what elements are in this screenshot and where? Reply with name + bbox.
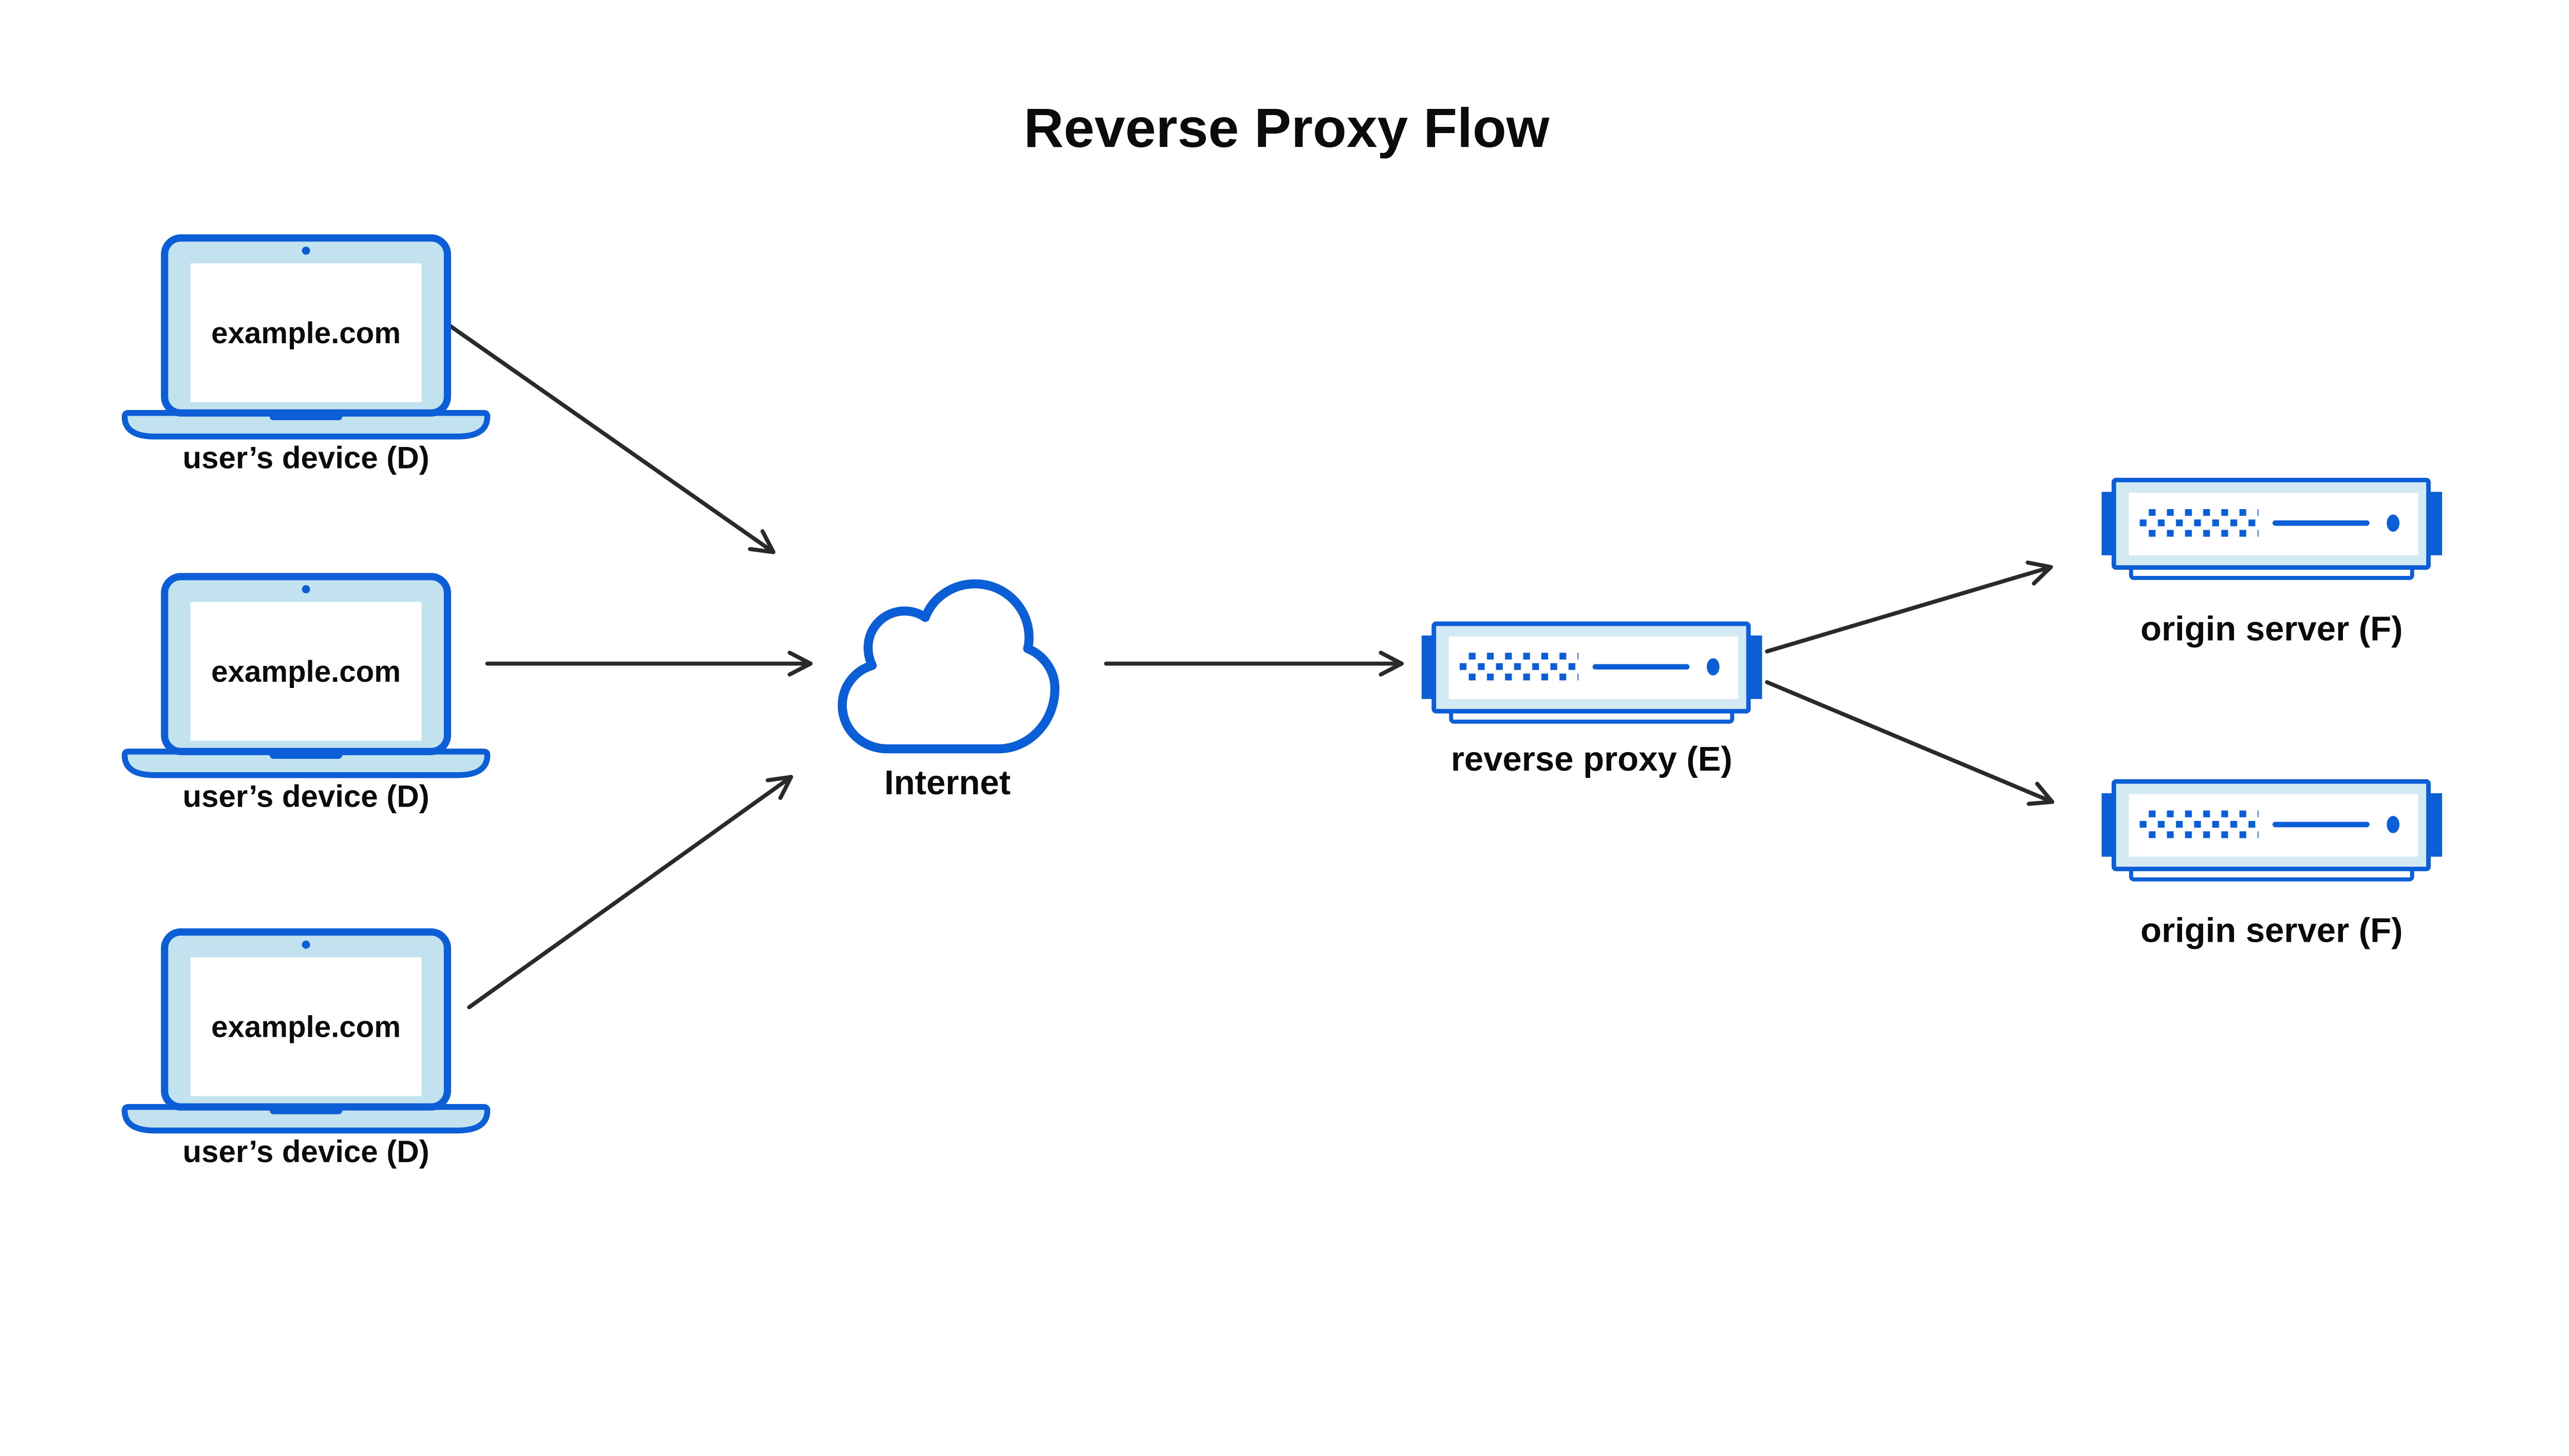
reverse-proxy-label: reverse proxy (E) (1451, 740, 1733, 778)
user-device-node-3: example.com user’s device (D) (125, 932, 488, 1169)
origin-server-node-2: origin server (F) (2101, 781, 2442, 949)
device-screen-text: example.com (211, 655, 401, 688)
internet-node: Internet (837, 579, 1059, 802)
reverse-proxy-flow-diagram: Reverse Proxy Flow example.com user’s de… (121, 97, 2445, 1169)
device-screen-text: example.com (211, 1011, 401, 1044)
device-screen-text: example.com (211, 316, 401, 350)
arrow-device3-to-internet (467, 775, 793, 1010)
server-icon (2101, 781, 2442, 880)
device-label: user’s device (D) (183, 779, 430, 813)
server-icon (2101, 480, 2442, 578)
arrow-proxy-to-origin2 (1765, 680, 2055, 806)
diagram-title: Reverse Proxy Flow (1024, 97, 1550, 159)
user-device-node-2: example.com user’s device (D) (125, 576, 488, 813)
device-label: user’s device (D) (183, 1134, 430, 1169)
origin-server-label: origin server (F) (2140, 911, 2403, 949)
internet-label: Internet (884, 763, 1011, 802)
arrow-device1-to-internet (446, 323, 776, 554)
device-label: user’s device (D) (183, 440, 430, 475)
user-device-node-1: example.com user’s device (D) (125, 238, 488, 475)
arrows (446, 323, 2055, 1010)
reverse-proxy-node: reverse proxy (E) (1422, 624, 1762, 778)
arrow-proxy-to-origin1 (1765, 561, 2053, 654)
origin-server-node-1: origin server (F) (2101, 480, 2442, 648)
origin-server-label: origin server (F) (2140, 610, 2403, 648)
cloud-icon (837, 579, 1059, 754)
server-icon (1422, 624, 1762, 722)
